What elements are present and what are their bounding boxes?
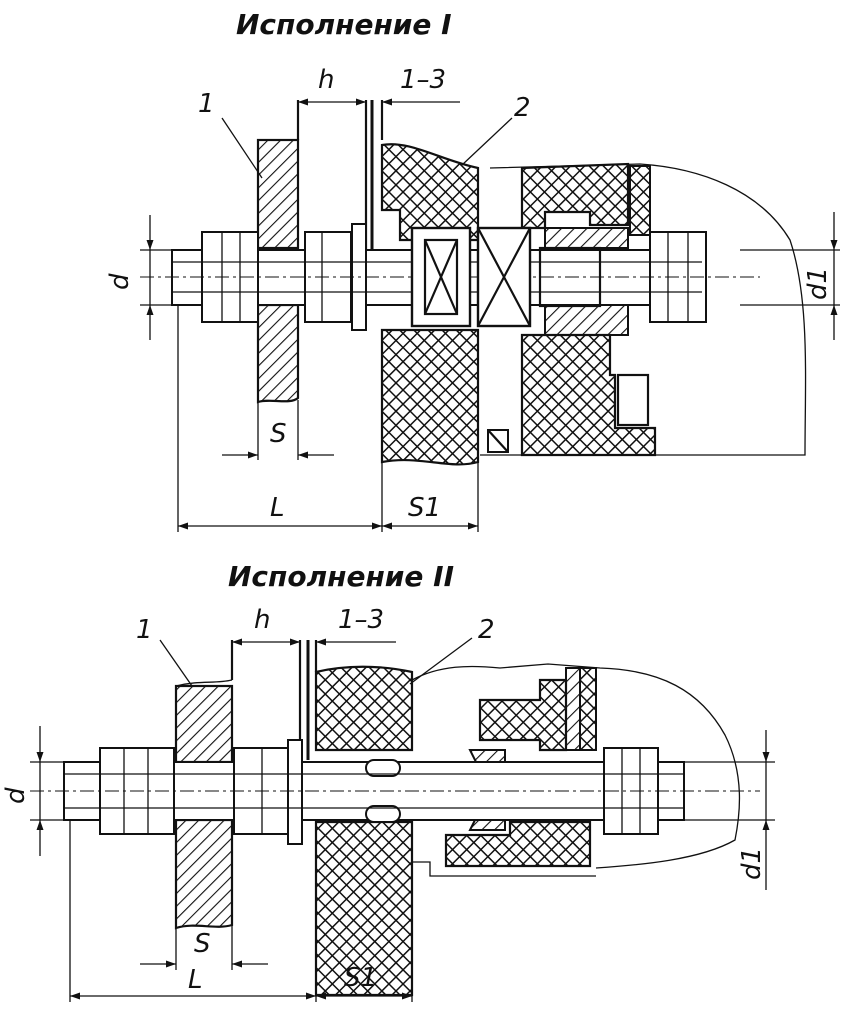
view-1-plate-lower [256,303,300,404]
view-2-label-h: h [254,605,270,635]
view-1-cup-upper [520,162,630,230]
view-1: Исполнение I [105,8,840,532]
view-1-housing-outline [480,163,807,456]
view-1-plate-upper [256,138,300,250]
view-1-title: Исполнение I [236,8,452,41]
view-2-label-part2: 2 [478,615,495,645]
view-1-shaft-end [538,246,602,308]
view-2-cup-upper [478,678,568,752]
view-2-plate-lower [174,818,234,930]
view-2-label-s1: S1 [344,963,377,993]
view-2-slot-lower [365,805,401,823]
view-2-leader-1 [159,639,193,687]
view-2-cup-lower [444,820,592,868]
view-2-cup-hatched-upper [565,667,581,751]
view-1-coupling-box-1-cross [423,239,459,315]
view-2-label-s: S [194,929,211,959]
view-2-label-l: L [188,965,203,995]
view-2-plate-upper [174,684,234,764]
view-1-label-l: L [270,493,285,523]
view-2-label-gap: 1–3 [338,605,384,635]
view-2-leader-2 [409,637,473,685]
view-2-label-d: d [1,787,31,804]
view-1-leader-2 [461,117,513,166]
view-1-cup-hatched-lower [544,304,629,336]
view-1-label-s1: S1 [408,493,441,523]
view-2-housing-outline [411,663,741,869]
view-1-label-d1: d1 [803,267,833,300]
view-1-small-box-diag [487,429,509,453]
view-1-label-gap: 1–3 [400,65,446,95]
view-2-label-d1: d1 [737,847,767,880]
view-1-label-s: S [270,419,287,449]
view-1-coupling-box-1-inner [423,238,459,316]
view-2-slot-upper [365,759,401,777]
view-2-plate-break [175,679,233,687]
view-1-cup-lower [520,333,657,457]
view-1-label-d: d [105,273,135,290]
view-1-label-h: h [318,65,334,95]
view-2-title: Исполнение II [228,560,454,593]
view-2: Исполнение II [1,560,775,1002]
view-1-label-part1: 1 [198,89,215,119]
view-1-cup-hatched-upper [544,227,629,249]
view-2-label-part1: 1 [136,615,153,645]
view-2-cup-flange [579,667,597,751]
view-1-key [616,373,650,427]
view-2-washer [287,739,303,845]
view-1-block-upper [380,143,480,242]
view-1-label-part2: 2 [514,93,531,123]
view-1-block-lower [380,328,480,466]
view-1-coupling-box-1 [410,226,472,328]
view-2-block-upper [314,665,414,752]
view-1-leader-1 [221,117,263,179]
view-1-cup-flange [629,165,651,236]
view-1-coupling-box-2-cross [477,227,531,327]
